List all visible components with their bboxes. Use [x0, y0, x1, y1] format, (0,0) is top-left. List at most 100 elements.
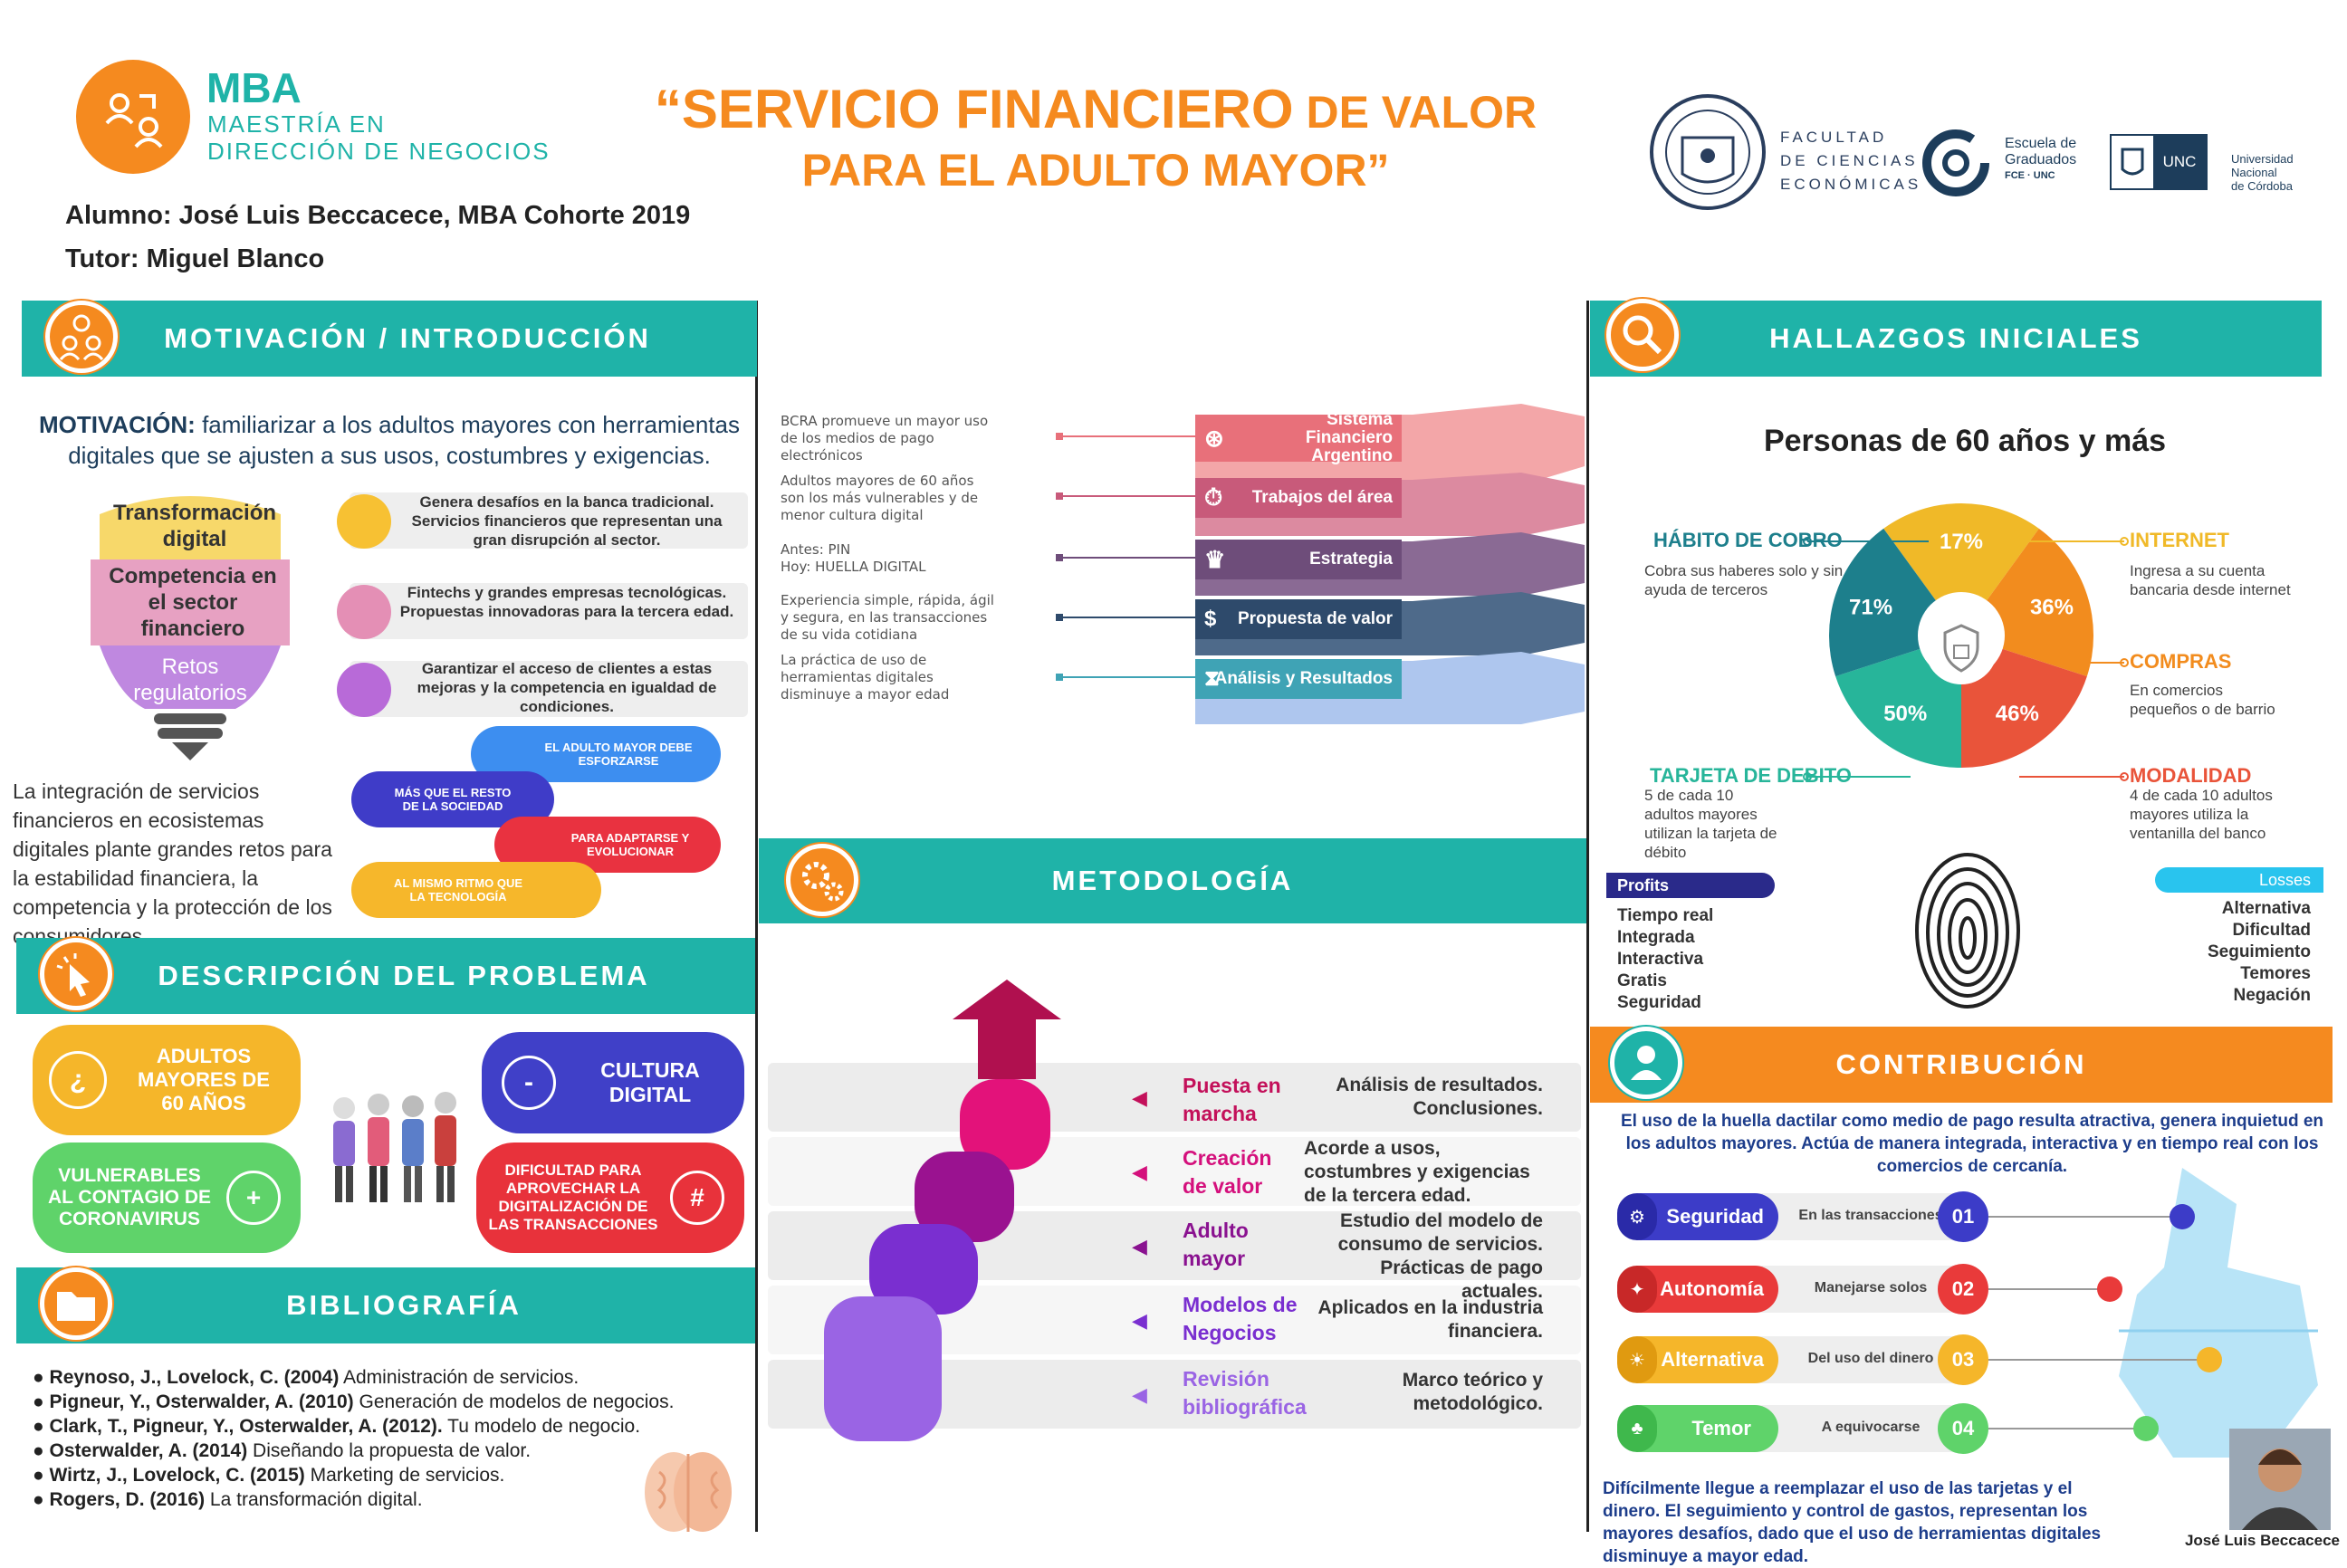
contribution-desc-3: Del uso del dinero [1807, 1351, 1934, 1366]
method-step-3-label: Adulto mayor [1183, 1219, 1249, 1270]
contribution-line-3 [1988, 1359, 2206, 1361]
motivation-item-1 [350, 492, 748, 549]
column-divider-left [755, 301, 758, 1532]
motivation-header: MOTIVACIÓN / INTRODUCCIÓN [22, 301, 757, 377]
losses-title: Losses [2258, 871, 2311, 889]
layer-label-5: Análisis y Resultados [1214, 669, 1393, 688]
layer-label-1: Sistema Financiero Argentino [1305, 410, 1393, 465]
method-arrow-2: ◀ [1132, 1161, 1147, 1183]
hourglass-icon: ⧗ [1204, 666, 1220, 691]
bibliography-item: ● Wirtz, J., Lovelock, C. (2015) Marketi… [33, 1465, 505, 1486]
bibliography-header: BIBLIOGRAFÍA [16, 1267, 755, 1343]
context-text-1: BCRA promueve un mayor uso de los medios… [781, 413, 989, 464]
pie-slice [1961, 636, 2087, 768]
pie-slice-label: 71% [1849, 596, 1892, 620]
method-arrow-3: ◀ [1132, 1235, 1147, 1257]
contribution-label-4: Temor [1691, 1417, 1751, 1439]
bibliography-item: ● Osterwalder, A. (2014) Diseñando la pr… [33, 1440, 532, 1461]
layer-label-4: Propuesta de valor [1237, 609, 1393, 628]
method-step-1-label: Puesta en marcha [1183, 1074, 1281, 1125]
method-step-4-desc: Aplicados en la industria financiera. [1317, 1297, 1543, 1342]
methodology-title: METODOLOGÍA [1051, 865, 1294, 896]
problem-header: DESCRIPCIÓN DEL PROBLEMA [16, 938, 755, 1014]
pie-slice-label: 36% [2030, 596, 2074, 620]
fce-seal [1646, 83, 1769, 221]
contribution-outro: Difícilmente llegue a reemplazar el uso … [1603, 1479, 2102, 1566]
title-line2: PARA EL ADULTO MAYOR” [801, 145, 1390, 196]
eg-l2: Graduados [2005, 152, 2077, 167]
fce-l1: FACULTAD [1780, 129, 1888, 146]
unc-logo: UNC [2110, 134, 2208, 190]
chain-pill-4: AL MISMO RITMO QUE LA TECNOLOGÍA [351, 862, 601, 918]
author-name: José Luis Beccacece [2184, 1532, 2340, 1549]
magnifier-icon [1606, 299, 1679, 371]
method-step-3-desc: Estudio del modelo de consumo de servici… [1337, 1210, 1543, 1302]
contribution-line-2 [1988, 1288, 2106, 1290]
method-step-1-desc: Análisis de resultados. Conclusiones. [1336, 1075, 1543, 1119]
tree-icon: ♣ [1617, 1405, 1657, 1452]
modalidad-text: 4 de cada 10 adultos mayores utiliza la … [2130, 787, 2273, 842]
contribution-line-1 [1988, 1216, 2179, 1218]
poster-title: “SERVICIO FINANCIERO DE VALOR PARA EL AD… [580, 78, 1612, 196]
problem-text-2: CULTURA DIGITAL [600, 1058, 700, 1106]
mba-logo [76, 60, 190, 174]
pie-slice [1883, 503, 2039, 636]
problem-symbol-4: # [670, 1171, 724, 1225]
context-text-4: Experiencia simple, rápida, ágil y segur… [781, 592, 994, 643]
pie-slice-label: 50% [1883, 702, 1927, 726]
profits-tag: Profits [1606, 873, 1775, 898]
contribution-label-1: Seguridad [1666, 1205, 1764, 1228]
item-text-1: Genera desafíos en la banca tradicional.… [411, 493, 723, 549]
contribution-label-3: Alternativa [1661, 1348, 1764, 1371]
contribution-num-1: 01 [1938, 1191, 1988, 1242]
layer-connector [1056, 614, 1195, 621]
item-dot-3 [337, 663, 391, 717]
contribution-num-4: 04 [1938, 1403, 1988, 1454]
item-dot-2 [337, 585, 391, 639]
layer-label-3: Estrategia [1309, 550, 1393, 569]
mba-line1: MAESTRÍA EN [207, 110, 386, 138]
title-line1a: “SERVICIO FINANCIERO [654, 79, 1294, 139]
contribution-dot-2 [2097, 1276, 2122, 1302]
bibliography-item: ● Clark, T., Pigneur, Y., Osterwalder, A… [33, 1416, 641, 1437]
shield-badge-icon: ⚙ [1617, 1193, 1657, 1240]
layer-4: $Propuesta de valor [1195, 599, 1402, 639]
contribution-desc-1: En las transacciones [1798, 1208, 1943, 1223]
method-step-2-desc: Acorde a usos, costumbres y exigencias d… [1304, 1138, 1530, 1206]
method-arrow-5: ◀ [1132, 1383, 1147, 1406]
internet-title: INTERNET [2130, 529, 2229, 551]
modalidad-title: MODALIDAD [2130, 764, 2252, 787]
contribution-dot-4 [2133, 1416, 2159, 1441]
motivation-paragraph: La integración de servicios financieros … [13, 779, 332, 948]
method-step-5-desc: Marco teórico y metodológico. [1402, 1370, 1543, 1414]
mba-title: MBA [206, 64, 302, 111]
profit-item: Integrada [1617, 928, 1695, 947]
losses-tag: Losses [2155, 867, 2323, 893]
method-step-2-label: Creación de valor [1183, 1146, 1272, 1198]
item-dot-1 [337, 494, 391, 549]
bibliography-item: ● Pigneur, Y., Osterwalder, A. (2010) Ge… [33, 1391, 675, 1412]
motivation-item-2 [350, 583, 748, 639]
unc-l3: de Córdoba [2231, 179, 2293, 193]
item-text-3: Garantizar el acceso de clientes a estas… [417, 660, 717, 715]
problem-symbol-2: - [502, 1056, 556, 1110]
layer-connector [1056, 433, 1195, 440]
loss-item: Dificultad [2232, 921, 2311, 940]
fce-l3: ECONÓMICAS [1780, 176, 1922, 193]
lightbulb [63, 496, 317, 768]
contribution-num-3: 03 [1938, 1334, 1988, 1385]
folder-icon [40, 1267, 112, 1340]
method-step-4-label: Modelos de Negocios [1183, 1293, 1298, 1344]
bibliography-title: BIBLIOGRAFÍA [286, 1289, 522, 1321]
context-text-3: Antes: PIN Hoy: HUELLA DIGITAL [781, 541, 926, 575]
stairs-illustration [815, 980, 1141, 1441]
compras-text: En comercios pequeños o de barrio [2130, 682, 2275, 718]
contribution-desc-4: A equivocarse [1821, 1420, 1921, 1435]
motivation-lead: MOTIVACIÓN: familiarizar a los adultos m… [36, 409, 742, 471]
layer-connector [1056, 492, 1195, 500]
pie-slice-label: 46% [1996, 702, 2039, 726]
pie-slice-label: 17% [1940, 530, 1983, 554]
profits-title: Profits [1617, 876, 1670, 894]
context-text-5: La práctica de uso de herramientas digit… [781, 652, 950, 703]
trophy-icon: ♛ [1204, 545, 1226, 573]
